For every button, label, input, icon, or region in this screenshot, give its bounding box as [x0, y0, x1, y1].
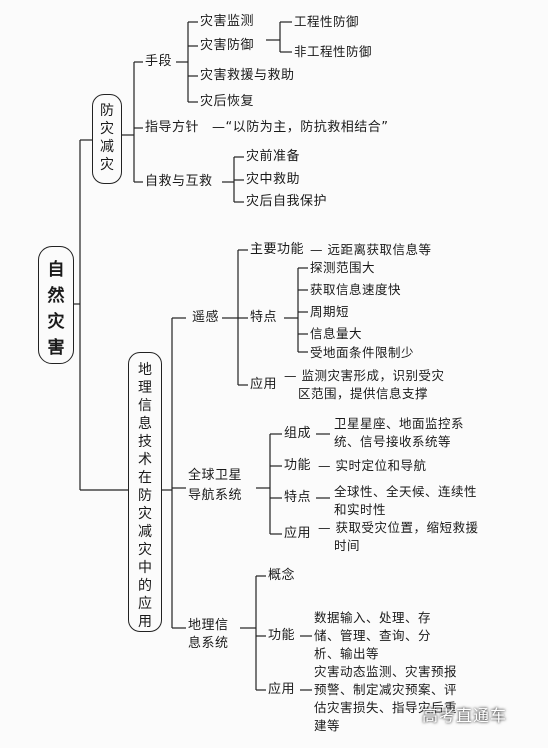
- root-char: 害: [47, 338, 65, 358]
- branch-char: 灾: [100, 157, 114, 173]
- means-label: 手段: [145, 54, 173, 69]
- gnss-label: 导航系统: [188, 488, 243, 503]
- branch-char: 减: [138, 524, 152, 540]
- gnss-feature-label: 特点: [284, 490, 312, 505]
- rs-application-text: 区范围，提供信息支撑: [298, 386, 429, 401]
- branch-char: 技: [138, 434, 152, 450]
- means-item: 灾害救援与救助: [200, 68, 295, 83]
- gnss-function-text: — 实时定位和导航: [318, 458, 427, 473]
- self-rescue-item: 灾前准备: [246, 149, 301, 164]
- defense-sub-item: 工程性防御: [294, 14, 360, 29]
- gis-application-text: 建等: [314, 718, 341, 733]
- branch-char: 灾: [100, 121, 114, 137]
- branch-char: 中: [138, 560, 152, 576]
- branch-char: 应: [138, 596, 152, 612]
- branch-char: 防: [138, 488, 152, 504]
- rs-application-text: — 监测灾害形成，识别受灾: [284, 368, 445, 383]
- gnss-composition-text: 卫星星座、地面监控系: [334, 416, 465, 431]
- rs-feature-item: 受地面条件限制少: [310, 345, 415, 360]
- gnss-function-label: 功能: [284, 458, 312, 473]
- branch-char: 息: [138, 416, 152, 432]
- branch-char: 灾: [138, 506, 152, 522]
- gnss-feature-text: 全球性、全天候、连续性: [334, 484, 478, 499]
- watermark: 高考直通车: [422, 706, 508, 725]
- rs-feature-item: 获取信息速度快: [310, 282, 402, 297]
- root-char: 自: [47, 260, 65, 280]
- gis-function-text: 储、管理、查询、分: [314, 628, 432, 643]
- gis-function-text: 析、输出等: [314, 646, 380, 661]
- gis-application-label: 应用: [268, 682, 296, 697]
- branch-char: 灾: [138, 542, 152, 558]
- branch-char: 地: [138, 362, 152, 378]
- self-rescue-item: 灾后自我保护: [246, 194, 328, 209]
- gis-application-text: 估灾害损失、指导灾后重: [314, 700, 458, 715]
- gnss-application-label: 应用: [284, 526, 312, 541]
- guideline-text: —“以防为主，防抗救相结合”: [212, 120, 389, 135]
- guideline-label: 指导方针: [145, 120, 200, 135]
- root-node-natural-disaster: 自 然 灾 害: [38, 246, 74, 364]
- self-rescue-label: 自救与互救: [145, 174, 213, 189]
- gnss-application-text: — 获取受灾位置，缩短救援: [318, 520, 479, 535]
- means-item: 灾后恢复: [200, 94, 255, 109]
- branch-geo-info-tech-node: 地理信息技术在防灾减灾中的应用: [128, 352, 162, 632]
- root-char: 灾: [47, 312, 65, 332]
- gis-concept-label: 概念: [268, 568, 296, 583]
- gnss-composition-label: 组成: [284, 426, 312, 441]
- branch-char: 防: [100, 103, 114, 119]
- gnss-feature-text: 和实时性: [334, 502, 387, 517]
- root-char: 然: [47, 286, 65, 306]
- self-rescue-item: 灾中救助: [246, 172, 301, 187]
- branch-char: 术: [138, 452, 152, 468]
- branch-char: 在: [138, 470, 152, 486]
- rs-feature-item: 探测范围大: [310, 260, 376, 275]
- rs-function-label: 主要功能: [250, 242, 305, 257]
- gis-function-label: 功能: [268, 628, 296, 643]
- gis-application-text: 灾害动态监测、灾害预报: [314, 664, 458, 679]
- branch-char: 信: [138, 398, 152, 414]
- gis-label: 地理信: [188, 618, 229, 633]
- rs-feature-item: 周期短: [310, 304, 350, 319]
- rs-function-text: — 远距离获取信息等: [310, 242, 432, 257]
- branch-char: 减: [100, 139, 114, 155]
- gis-label: 息系统: [188, 636, 229, 651]
- gis-application-text: 预警、制定减灾预案、评: [314, 682, 458, 697]
- defense-sub-item: 非工程性防御: [294, 44, 373, 59]
- branch-prevention-node: 防 灾 减 灾: [92, 94, 122, 184]
- rs-feature-item: 信息量大: [310, 326, 363, 341]
- means-item: 灾害监测: [200, 14, 255, 29]
- branch-char: 的: [138, 578, 152, 594]
- rs-application-label: 应用: [250, 377, 278, 392]
- rs-feature-label: 特点: [250, 310, 278, 325]
- gnss-composition-text: 统、信号接收系统等: [334, 434, 452, 449]
- means-item: 灾害防御: [200, 38, 255, 53]
- remote-sensing-label: 遥感: [192, 310, 220, 325]
- branch-char: 用: [138, 614, 152, 630]
- branch-char: 理: [138, 380, 152, 396]
- gnss-application-text: 时间: [334, 538, 361, 553]
- gnss-label: 全球卫星: [188, 468, 243, 483]
- gis-function-text: 数据输入、处理、存: [314, 610, 432, 625]
